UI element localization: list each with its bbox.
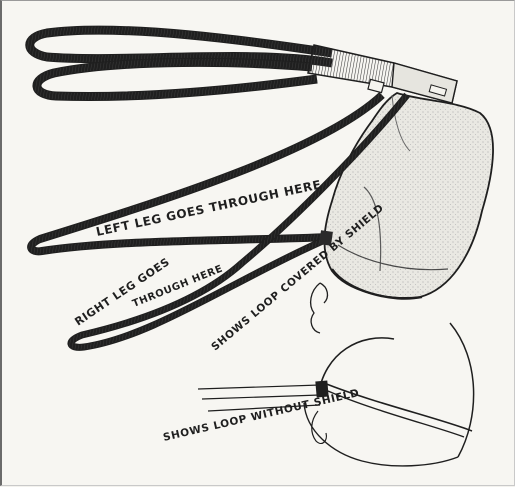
loop-without-label: SHOWS LOOP WITHOUT SHIELD bbox=[162, 387, 361, 444]
upper-strap-loop bbox=[30, 30, 332, 96]
waistband bbox=[308, 45, 457, 103]
hand-sketch bbox=[311, 283, 328, 333]
shield-pouch bbox=[324, 93, 493, 299]
